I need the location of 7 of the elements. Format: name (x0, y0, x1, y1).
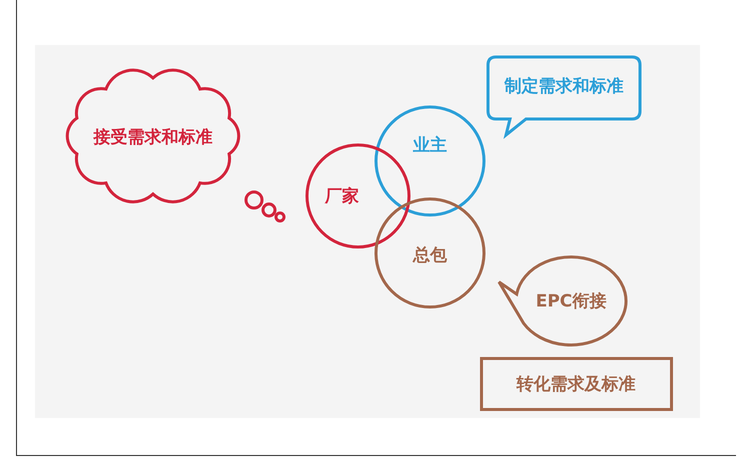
node-label: 接受需求和标准 (94, 126, 212, 148)
node-label: 业主 (413, 134, 447, 156)
node-label: 总包 (413, 244, 447, 266)
node-label: 制定需求和标准 (504, 76, 624, 98)
node-label: EPC衔接 (536, 290, 606, 312)
node-label: 厂家 (325, 186, 359, 208)
node-label: 转化需求及标准 (516, 374, 636, 396)
